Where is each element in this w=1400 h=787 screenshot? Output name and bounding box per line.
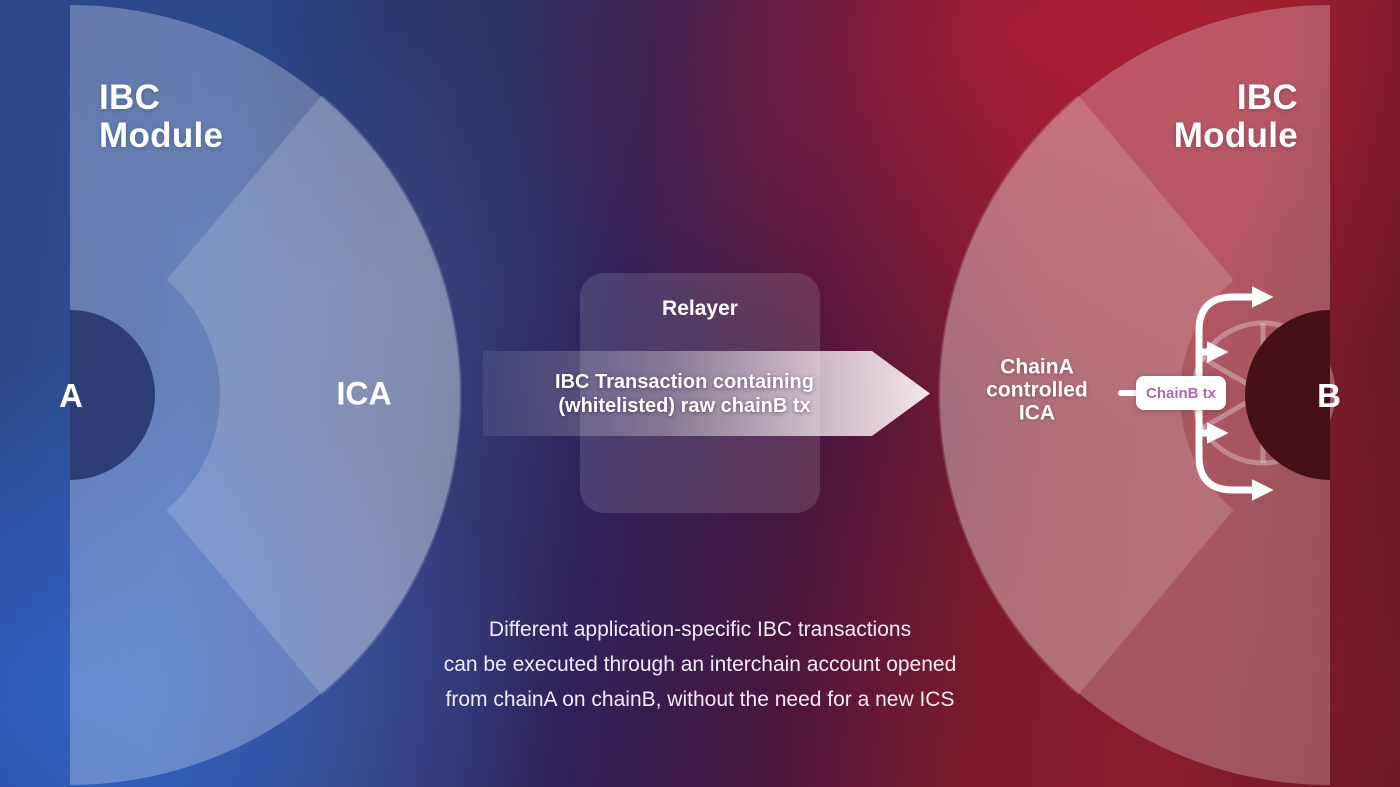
chain-b-node-circle: [1245, 310, 1330, 480]
chain-a-module-label: IBC Module: [99, 79, 223, 155]
ibc-transaction-arrow: IBC Transaction containing (whitelisted)…: [483, 351, 930, 436]
caption-text: Different application-specific IBC trans…: [444, 612, 957, 717]
chain-a-node-circle: [70, 310, 155, 480]
relayer-label: Relayer: [662, 297, 738, 320]
chain-a-module-line: IBC: [99, 78, 161, 117]
chain-b-ica-line: ChainA: [1000, 355, 1074, 379]
chain-a-module-disc: [70, 5, 460, 785]
chainb-tx-badge: ChainB tx: [1136, 376, 1226, 410]
chain-a-node-label: A: [59, 377, 83, 414]
chain-b-module-line: Module: [1173, 116, 1298, 155]
fanout-arrows: [1118, 286, 1274, 501]
arrow-label-line: IBC Transaction containing: [555, 370, 814, 393]
caption-line: can be executed through an interchain ac…: [443, 653, 957, 676]
chain-a-module-line: Module: [99, 116, 224, 155]
chain-a-ica-label: ICA: [336, 375, 392, 412]
fanout-arrow-top: [1195, 286, 1274, 382]
caption-line: from chainA on chainB, without the need …: [445, 688, 955, 711]
ibc-transaction-arrow-label: IBC Transaction containing (whitelisted)…: [555, 370, 858, 418]
chain-b-module-label: IBC Module: [1174, 79, 1298, 155]
fanout-arrow-bottom: [1195, 404, 1274, 501]
chain-b-ica-line: controlled: [986, 378, 1088, 402]
chain-b-module-line: IBC: [1236, 78, 1298, 117]
chain-b-ica-line: ICA: [1018, 401, 1056, 425]
arrow-label-line: (whitelisted) raw chainB tx: [558, 394, 811, 417]
caption-line: Different application-specific IBC trans…: [488, 618, 912, 641]
chain-b-ica-label: ChainA controlled ICA: [986, 356, 1088, 425]
chain-a-ica-wedge: [166, 95, 462, 695]
chain-b-ica-wedge: [938, 95, 1234, 695]
chain-b-node-label: B: [1317, 377, 1341, 414]
